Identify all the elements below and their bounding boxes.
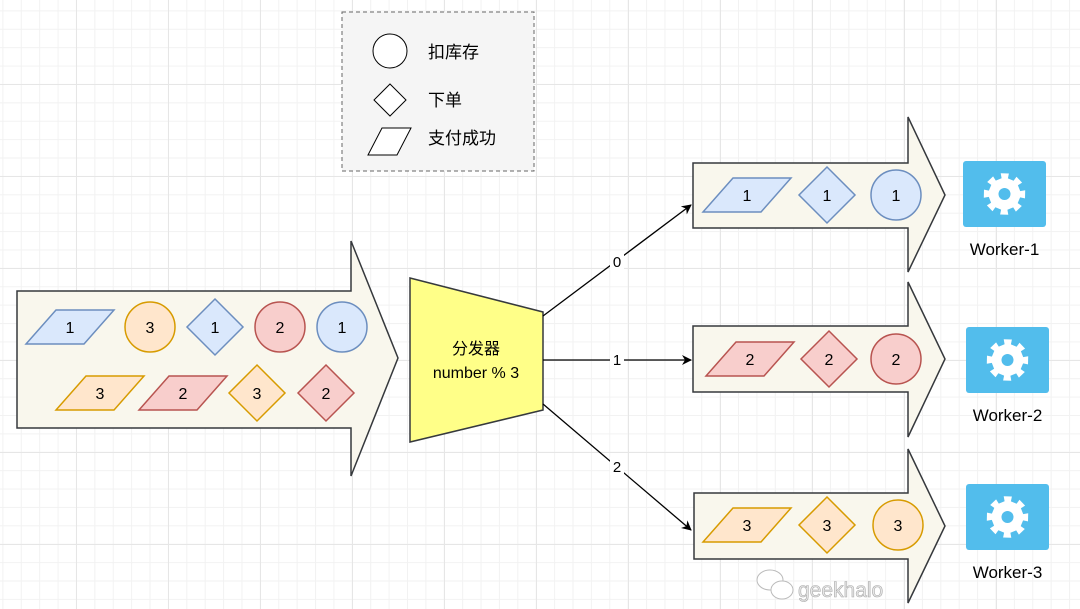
input-queue: 1 3 1 2 1 3 2 3 2 xyxy=(24,297,368,423)
gear-icon xyxy=(986,339,1029,381)
parallelogram-event-3: 3 xyxy=(54,375,146,411)
circle-event-1: 1 xyxy=(870,169,922,221)
diamond-event-1: 1 xyxy=(797,165,857,225)
worker-label: Worker-3 xyxy=(973,563,1043,582)
route-label-0: 0 xyxy=(613,254,621,271)
worker-label: Worker-2 xyxy=(973,406,1043,425)
circle-shape xyxy=(254,301,306,353)
dispatcher[interactable]: 分发器 number % 3 xyxy=(409,277,544,443)
legend-circle-icon xyxy=(372,33,408,69)
diamond-shape xyxy=(799,329,859,389)
parallelogram-shape xyxy=(701,507,793,543)
circle-event-1: 1 xyxy=(316,301,368,353)
route-label-1: 1 xyxy=(613,352,621,369)
parallelogram-event-2: 2 xyxy=(704,341,796,377)
diamond-event-1: 1 xyxy=(185,297,245,357)
circle-shape xyxy=(124,301,176,353)
event-number: 1 xyxy=(892,188,901,205)
circle-event-2: 2 xyxy=(254,301,306,353)
event-number: 2 xyxy=(276,320,285,337)
circle-shape xyxy=(870,333,922,385)
parallelogram-event-3: 3 xyxy=(701,507,793,543)
circle-shape xyxy=(870,169,922,221)
parallelogram-event-1: 1 xyxy=(24,309,116,345)
circle-event-3: 3 xyxy=(124,301,176,353)
event-number: 3 xyxy=(253,386,262,403)
circle-event-2: 2 xyxy=(870,333,922,385)
event-number: 1 xyxy=(211,320,220,337)
legend-label-parallelogram: 支付成功 xyxy=(428,129,496,148)
diamond-event-3: 3 xyxy=(227,363,287,423)
route-label-2: 2 xyxy=(613,459,621,476)
circle-shape xyxy=(316,301,368,353)
input-queue-arrow xyxy=(16,240,399,477)
legend: 扣库存 下单 支付成功 xyxy=(341,11,535,172)
diamond-shape xyxy=(797,495,857,555)
circle-event-3: 3 xyxy=(872,499,924,551)
event-number: 2 xyxy=(179,386,188,403)
event-number: 1 xyxy=(743,188,752,205)
legend-label-circle: 扣库存 xyxy=(428,43,479,62)
gear-icon xyxy=(983,173,1026,215)
circle-shape xyxy=(872,499,924,551)
dispatcher-title: 分发器 xyxy=(452,340,500,358)
diamond-shape xyxy=(185,297,245,357)
worker-3[interactable]: Worker-3 xyxy=(966,484,1049,582)
diamond-event-2: 2 xyxy=(296,363,356,423)
parallelogram-event-1: 1 xyxy=(701,177,793,213)
watermark-text: geekhalo xyxy=(798,579,883,602)
parallelogram-event-2: 2 xyxy=(137,375,229,411)
event-number: 2 xyxy=(746,352,755,369)
legend-label-diamond: 下单 xyxy=(428,91,462,110)
parallelogram-shape xyxy=(24,309,116,345)
parallelogram-shape xyxy=(54,375,146,411)
event-number: 3 xyxy=(146,320,155,337)
diamond-event-2: 2 xyxy=(799,329,859,389)
legend-diamond-icon xyxy=(373,83,407,117)
worker-1[interactable]: Worker-1 xyxy=(963,161,1046,259)
event-number: 3 xyxy=(823,518,832,535)
dispatcher-shape[interactable] xyxy=(409,277,544,443)
diamond-shape xyxy=(227,363,287,423)
legend-parallelogram-icon xyxy=(367,127,412,156)
parallelogram-shape xyxy=(704,341,796,377)
event-number: 2 xyxy=(892,352,901,369)
diamond-event-3: 3 xyxy=(797,495,857,555)
diamond-shape xyxy=(296,363,356,423)
event-number: 3 xyxy=(894,518,903,535)
event-number: 2 xyxy=(322,386,331,403)
event-number: 1 xyxy=(338,320,347,337)
worker-2[interactable]: Worker-2 xyxy=(966,327,1049,425)
event-number: 3 xyxy=(96,386,105,403)
event-number: 3 xyxy=(743,518,752,535)
event-number: 1 xyxy=(66,320,75,337)
event-number: 1 xyxy=(823,188,832,205)
event-number: 2 xyxy=(825,352,834,369)
dispatcher-rule: number % 3 xyxy=(433,365,519,382)
diamond-shape xyxy=(797,165,857,225)
parallelogram-shape xyxy=(137,375,229,411)
gear-icon xyxy=(986,496,1029,538)
worker-queues: 1 1 1 2 2 2 3 3 3 xyxy=(701,165,924,555)
worker-label: Worker-1 xyxy=(970,240,1040,259)
watermark: geekhalo xyxy=(756,569,884,602)
parallelogram-shape xyxy=(701,177,793,213)
